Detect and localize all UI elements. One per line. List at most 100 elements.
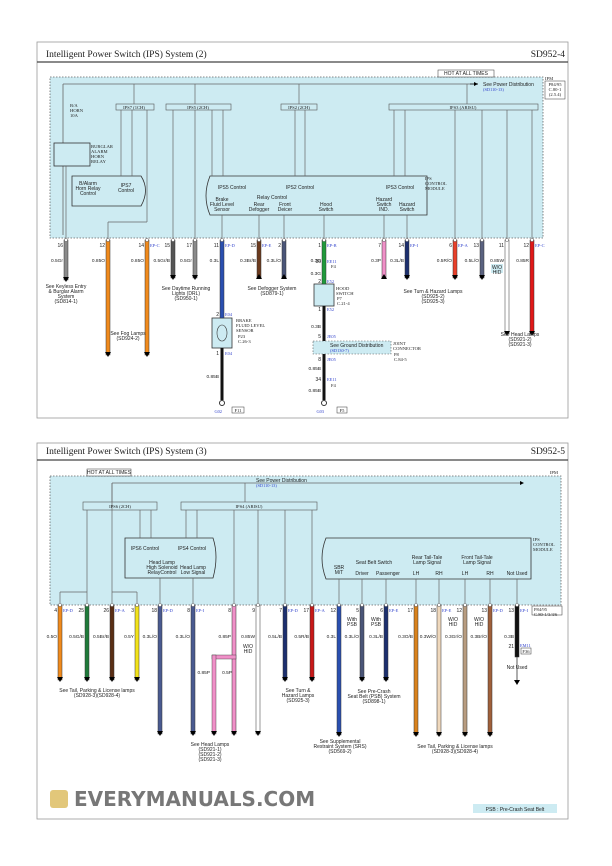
relay-label: HORN [91,154,105,159]
wire-0-5r-o [452,238,458,280]
wire-0-3o-b [413,603,419,737]
wire-0-5y [134,603,140,682]
connector-id: EP-A [315,608,326,613]
see-head-lamps-ref: (SD921-2) [508,337,531,343]
wire-0-85w [504,238,510,336]
connector-pin-icon [463,603,467,607]
wire-code: 0.85P [197,670,210,676]
wire-code: 0.5R/B [294,634,309,640]
module-label: Hazard [399,202,415,208]
connector-pin-icon [382,238,386,242]
see-head-lamps-ref: See Head Lamps [191,742,230,748]
connector-pin-icon [256,603,260,607]
connector-id: EP-E [442,608,452,613]
wire-code: 0.85W [241,634,255,640]
wire-code: 0.3G [311,271,322,277]
module-label: Sensor [214,207,230,213]
pin-number: 8 [228,608,231,614]
arrow-icon [192,275,198,280]
wire-0-5l-b [282,603,288,682]
wire-0-85w [255,603,261,736]
connector-id: EP-D [63,608,73,613]
wire-code: 0.5Gr [51,258,63,264]
see-head-lamps-ref: (SD921-3) [198,757,221,763]
page-title: Intelligent Power Switch (IPS) System (3… [46,446,207,457]
wo-hid-badge: HID [475,622,484,628]
watermark: EVERYMANUALS.COM [50,787,315,811]
arrow-icon [504,331,510,336]
module-label: IPS3 Control [386,185,414,191]
connector-pin-icon [193,238,197,242]
connector-pin-icon [480,238,484,242]
not-used-label: Not Used [507,665,528,671]
arrow-icon [359,677,365,682]
connector-ref: F4 [331,264,337,269]
module-label: Seat Belt Switch [356,560,393,566]
wire-code: 0.85R [516,258,529,264]
connector-pin-icon [85,603,89,607]
module-label: LH [462,571,469,577]
pin-number: 6 [380,608,383,614]
power-distribution-link: (SD110-13) [483,87,504,92]
wo-hid-badge: W/O [243,644,253,650]
fuse-label: HORN [70,108,84,113]
wire-code: 0.3B [311,324,321,330]
arrow-icon [336,732,342,737]
ips-box-label: IPS2 (2CH) [288,105,310,110]
pin-number: 4 [54,608,57,614]
see-srs-ref: (SD569-2) [328,749,351,755]
pin-number: 6 [449,243,452,249]
wire-code: 0.5Gr [180,258,192,264]
see-turn-hazard-ref: See Turn & Hazard Lamps [404,289,463,295]
wire-0-3l-o [281,238,287,279]
ips-box-label: IPS5 (2CH) [187,105,209,110]
connector-pin-icon [310,603,314,607]
connector-pin-icon [282,238,286,242]
module-name: MODULE [533,547,553,552]
ground-ref: F5 [340,408,346,413]
pin-number: 2 [318,279,321,285]
connector-id: EP-A [115,608,126,613]
connector-pin-icon [405,238,409,242]
ips-box-label: IPS7 (1CH) [123,105,145,110]
wo-hid-badge: W/O [492,265,502,271]
pin-number: 21 [508,644,514,650]
hood-switch-connector: C.21-4 [337,301,350,306]
pin-number: 15 [164,243,170,249]
connector-pin-icon [283,603,287,607]
module-label: IPS6 Control [131,546,159,552]
connector-pin-icon [145,238,149,242]
module-label: Hood [320,202,332,208]
watermark-logo [50,790,68,808]
connector-pin-icon [337,603,341,607]
module-label: Rear Tail-Tale [412,555,443,561]
hot-at-all-times-label: HOT AT ALL TIMES [87,470,132,476]
connector-ref: F36 [522,649,530,654]
module-label: Switch [400,207,415,213]
module-label: Horn Relay [75,186,101,192]
see-defogger-ref: See Defogger System [248,286,297,292]
joint-connector-id: P8 [394,352,400,357]
arrow-icon [462,732,468,737]
connector-pin-icon [515,603,519,607]
see-head-lamps-ref: See Head Lamps [501,332,540,338]
module-label: Driver [355,571,369,577]
wire-code: 0.85O [131,258,144,264]
wires-layer [57,238,535,737]
see-turn-hazard-ref: Hazard Lamps [282,693,315,699]
wire-code: 0.3L/O [176,634,191,640]
ground-icon [219,400,225,406]
module-label: Relay Control [257,195,287,201]
wire-0-85o [144,238,150,357]
pin-number: 5 [356,608,359,614]
pin-number: 14 [398,243,404,249]
connector-id: EE11 [327,259,337,264]
wire-code: 0.5L/B [268,634,282,640]
connector-pin-icon [437,603,441,607]
pin-number: 5 [318,334,321,340]
wire-code: 0.5Y [124,634,135,640]
see-keyless-entry-ref: (SD814-1) [54,299,77,305]
pin-number: 11 [499,243,504,249]
arrow-icon [105,352,111,357]
joint-connector-label: CONNECTOR [393,346,422,351]
